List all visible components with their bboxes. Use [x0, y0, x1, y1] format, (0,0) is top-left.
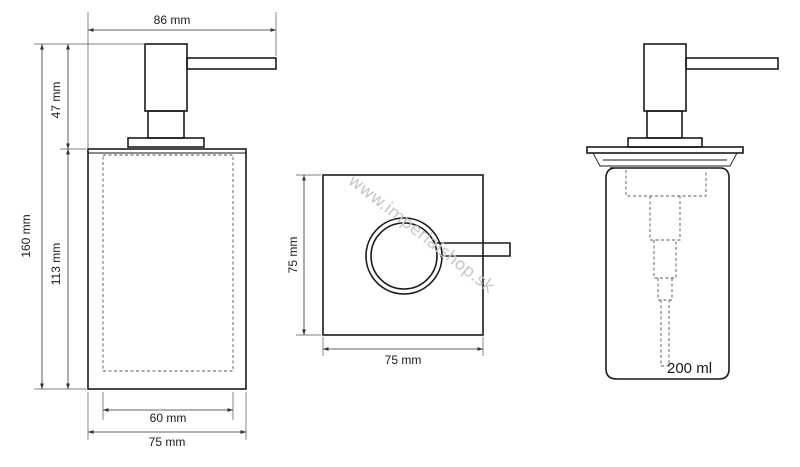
section-lid-plate	[586, 146, 744, 154]
dim-front-height-pump: 47 mm	[49, 82, 63, 119]
dim-front-height-total: 160 mm	[19, 214, 33, 257]
capacity-label: 200 ml	[667, 360, 712, 377]
section-pump-tube	[625, 170, 707, 367]
dim-front-width-total: 86 mm	[154, 13, 191, 27]
dim-front-body-width: 75 mm	[149, 435, 186, 449]
top-body-square	[322, 174, 484, 336]
section-pump-head	[643, 43, 687, 112]
front-pump-collar	[127, 137, 205, 148]
top-pump-ring-inner	[370, 222, 438, 290]
front-body	[87, 148, 247, 390]
section-view	[586, 43, 779, 380]
top-view	[322, 174, 511, 336]
front-pump-head	[144, 43, 188, 112]
dim-front-inner-width: 60 mm	[150, 411, 187, 425]
section-pump-collar	[627, 137, 703, 148]
dim-front-height-body: 113 mm	[49, 243, 63, 285]
top-pump-spout	[437, 242, 511, 257]
front-dimensions: 86 mm 160 mm 47 mm 113 mm 60 mm 75 mm	[19, 12, 277, 449]
top-dimensions: 75 mm 75 mm	[286, 174, 484, 367]
watermark: www.imperialshop.sk	[344, 171, 498, 298]
front-inner-container	[102, 154, 234, 372]
front-pump-spout	[186, 57, 277, 70]
front-view	[87, 43, 277, 390]
section-pump-spout	[685, 57, 779, 70]
section-pump-neck	[646, 110, 683, 139]
section-glass-jar	[605, 167, 730, 380]
front-pump-neck	[147, 110, 185, 139]
dim-top-height: 75 mm	[286, 237, 300, 274]
dim-top-width: 75 mm	[385, 353, 422, 367]
